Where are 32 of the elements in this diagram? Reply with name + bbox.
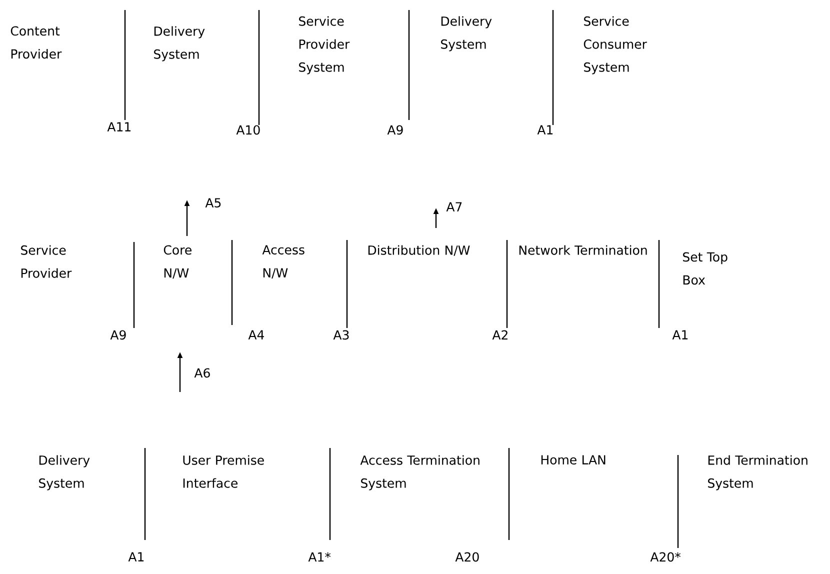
layer-label: Delivery System: [154, 26, 205, 62]
reference-point-label: A11: [107, 122, 130, 132]
layer-label: Content Provider: [10, 26, 62, 59]
layer-label: Set Top Box: [683, 252, 728, 285]
layer-label: Access N/W: [262, 245, 304, 278]
reference-point-label: A9: [110, 330, 126, 340]
layer-label: Delivery System: [441, 16, 492, 52]
reference-point-label: A1: [672, 330, 688, 340]
layer-label: Home LAN: [541, 455, 606, 464]
reference-point-label: A20: [455, 552, 479, 562]
reference-point-label: A1: [537, 125, 553, 134]
layer-label: Distribution N/W: [368, 245, 470, 256]
reference-point-label: A7: [446, 202, 462, 212]
layer-label: Service Provider: [21, 245, 72, 278]
reference-point-label: A6: [194, 368, 210, 378]
reference-point-label: A1: [128, 552, 144, 562]
layer-label: Network Termination: [519, 245, 647, 255]
layer-label: Core N/W: [164, 245, 192, 279]
reference-point-label: A4: [248, 330, 264, 340]
layer-label: Service Provider System: [299, 16, 350, 74]
reference-point-label: A9: [387, 125, 403, 135]
reference-point-label: A10: [236, 125, 260, 135]
reference-point-label: A20*: [650, 552, 681, 562]
layer-label: Delivery System: [39, 455, 90, 490]
reference-point-label: A2: [492, 330, 508, 340]
layer-label: Access Termination System: [360, 455, 480, 490]
layer-label: End Termination System: [708, 455, 808, 490]
layer-label: Service Consumer System: [584, 16, 647, 74]
reference-point-label: A3: [333, 330, 349, 340]
layer-label: User Premise Interface: [183, 455, 264, 488]
reference-point-label: A5: [205, 198, 221, 208]
reference-point-label: A1*: [308, 552, 331, 562]
